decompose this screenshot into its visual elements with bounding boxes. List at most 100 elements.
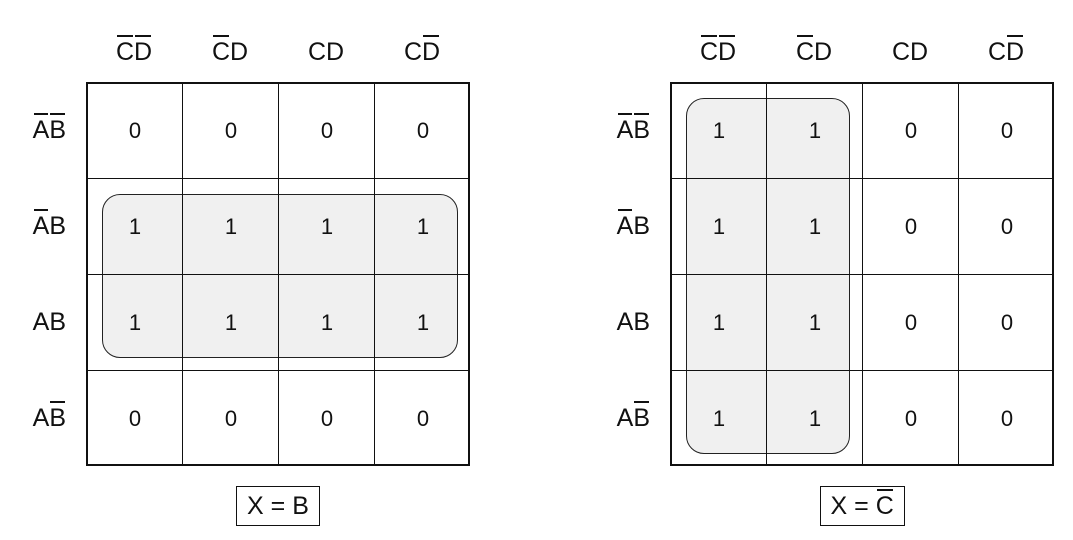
label-letter: B — [633, 112, 650, 144]
label-letter: D — [134, 34, 153, 66]
label-letter: A — [32, 403, 50, 432]
label-letter: X — [247, 491, 264, 520]
result-expression: X = C — [819, 486, 905, 526]
kmap-cell: 0 — [904, 310, 918, 335]
label-letter: C — [211, 34, 230, 66]
label-letter: B — [633, 307, 650, 336]
kmap-cell: 1 — [224, 310, 238, 335]
grid-line — [672, 370, 1052, 371]
kmap-cell: 0 — [1000, 214, 1014, 239]
kmap-cell: 1 — [712, 310, 726, 335]
kmap-cell: 0 — [224, 406, 238, 431]
grouping-loop — [102, 194, 458, 358]
kmap-cell: 0 — [224, 118, 238, 143]
label-letter: = — [847, 491, 876, 520]
label-letter: D — [814, 37, 833, 66]
label-letter: D — [422, 34, 441, 66]
label-letter: C — [987, 37, 1006, 66]
label-letter: X — [830, 491, 848, 520]
kmap-cell: 0 — [1000, 406, 1014, 431]
kmap-cell: 1 — [712, 118, 726, 143]
label-letter: C — [115, 34, 134, 66]
grid-line — [88, 370, 468, 371]
label-letter: A — [32, 112, 50, 144]
label-letter: D — [718, 34, 737, 66]
grid-line — [672, 274, 1052, 275]
grid-line — [374, 84, 375, 464]
label-letter: = — [263, 491, 293, 520]
kmap-cell: 1 — [712, 406, 726, 431]
kmap-cell: 0 — [904, 118, 918, 143]
label-letter: D — [326, 37, 345, 66]
label-letter: A — [616, 208, 634, 240]
kmap-cell: 0 — [320, 406, 334, 431]
kmap-cell: 1 — [224, 214, 238, 239]
kmap-cell: 0 — [416, 118, 430, 143]
label-letter: B — [633, 211, 650, 240]
label-letter: A — [32, 208, 50, 240]
label-letter: D — [1006, 34, 1025, 66]
result-expression: X = B — [236, 486, 320, 526]
kmap-cell: 1 — [712, 214, 726, 239]
kmap-cell: 1 — [416, 310, 430, 335]
kmap-cell: 1 — [808, 406, 822, 431]
label-letter: A — [32, 307, 50, 336]
kmap-grid: 1 1 0 0 1 1 0 0 1 1 0 0 1 1 0 0 — [670, 82, 1054, 466]
kmap-cell: 0 — [320, 118, 334, 143]
kmap-grid: 0 0 0 0 1 1 1 1 1 1 1 1 0 0 0 0 — [86, 82, 470, 466]
kmap-cell: 0 — [904, 406, 918, 431]
label-letter: A — [616, 307, 634, 336]
label-letter: C — [699, 34, 718, 66]
kmap-cell: 0 — [1000, 310, 1014, 335]
label-letter: C — [403, 37, 422, 66]
label-letter: B — [49, 211, 66, 240]
label-letter: C — [875, 488, 894, 520]
kmap-cell: 0 — [128, 118, 142, 143]
label-letter: B — [292, 491, 309, 520]
kmap-cell: 1 — [320, 310, 334, 335]
label-letter: C — [795, 34, 814, 66]
label-letter: B — [633, 400, 650, 432]
kmap-cell: 1 — [808, 214, 822, 239]
label-letter: B — [49, 400, 66, 432]
label-letter: A — [616, 403, 634, 432]
kmap-cell: 1 — [320, 214, 334, 239]
kmap-cell: 0 — [416, 406, 430, 431]
kmap-cell: 0 — [128, 406, 142, 431]
label-letter: B — [49, 307, 66, 336]
grid-line — [958, 84, 959, 464]
kmap-cell: 1 — [128, 310, 142, 335]
label-letter: C — [307, 37, 326, 66]
label-letter: A — [616, 112, 634, 144]
grouping-loop — [686, 98, 850, 454]
label-letter: D — [230, 37, 249, 66]
kmap-cell: 1 — [808, 118, 822, 143]
label-letter: D — [910, 37, 929, 66]
kmap-cell: 1 — [808, 310, 822, 335]
kmap-cell: 0 — [904, 214, 918, 239]
kmap-cell: 1 — [416, 214, 430, 239]
label-letter: B — [49, 112, 66, 144]
kmap-cell: 1 — [128, 214, 142, 239]
grid-line — [88, 274, 468, 275]
kmap-cell: 0 — [1000, 118, 1014, 143]
